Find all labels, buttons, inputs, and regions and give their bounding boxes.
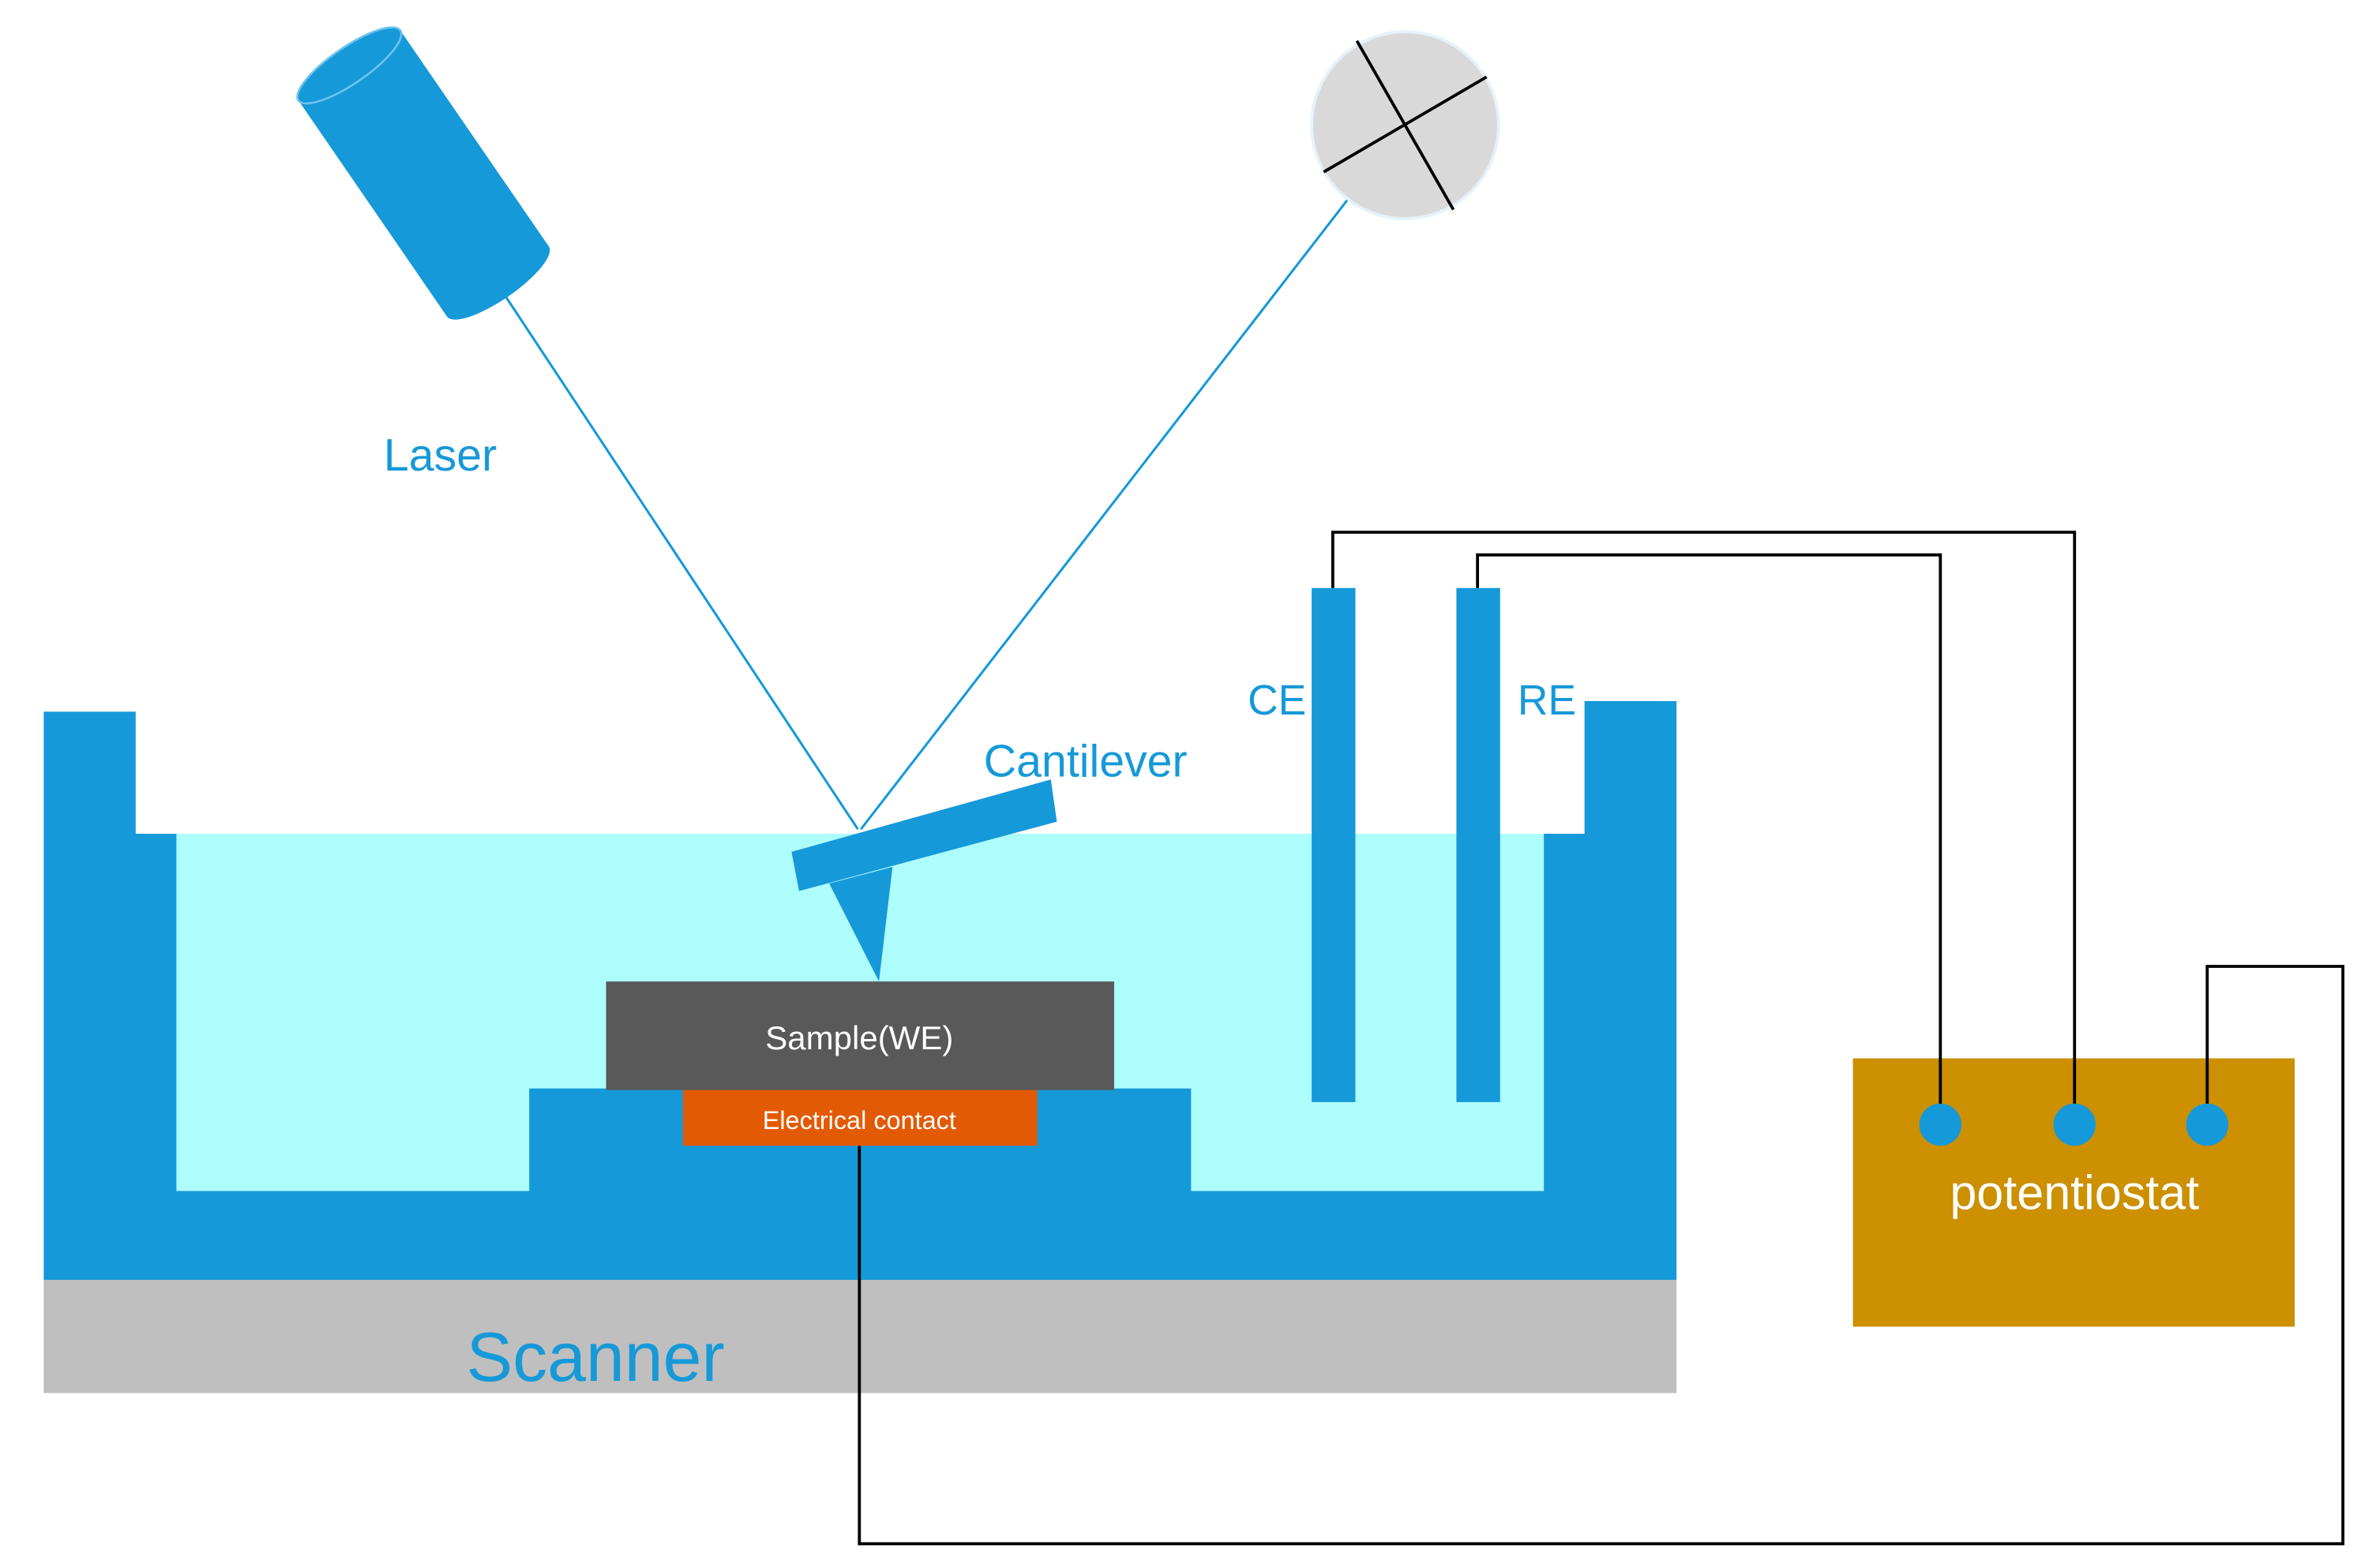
terminal-ce bbox=[2053, 1103, 2096, 1146]
ce-label: CE bbox=[1248, 677, 1306, 724]
contact-label: Electrical contact bbox=[763, 1106, 956, 1135]
laser-source bbox=[296, 26, 550, 320]
detector-cross-b bbox=[1323, 75, 1488, 174]
reference-electrode bbox=[1456, 587, 1500, 1102]
sample-we bbox=[606, 981, 1114, 1090]
sample-label: Sample(WE) bbox=[765, 1019, 953, 1056]
counter-electrode bbox=[1312, 587, 1356, 1102]
terminal-we bbox=[2186, 1103, 2228, 1146]
scanner-label: Scanner bbox=[467, 1318, 725, 1396]
wire-re bbox=[1476, 553, 1942, 1125]
laser-beam-reflected bbox=[860, 124, 1406, 831]
wire-we bbox=[858, 965, 2344, 1546]
wire-ce bbox=[1331, 531, 2077, 1125]
cantilever bbox=[791, 779, 1057, 891]
laser-beam-incident bbox=[501, 290, 859, 831]
potentiostat-label: potentiostat bbox=[1950, 1165, 2199, 1219]
laser-label: Laser bbox=[384, 430, 497, 481]
terminal-re bbox=[1919, 1103, 1962, 1146]
afm-tip bbox=[829, 867, 893, 982]
re-label: RE bbox=[1518, 677, 1576, 724]
cantilever-label: Cantilever bbox=[984, 736, 1188, 786]
electrical-contact bbox=[682, 1090, 1038, 1146]
